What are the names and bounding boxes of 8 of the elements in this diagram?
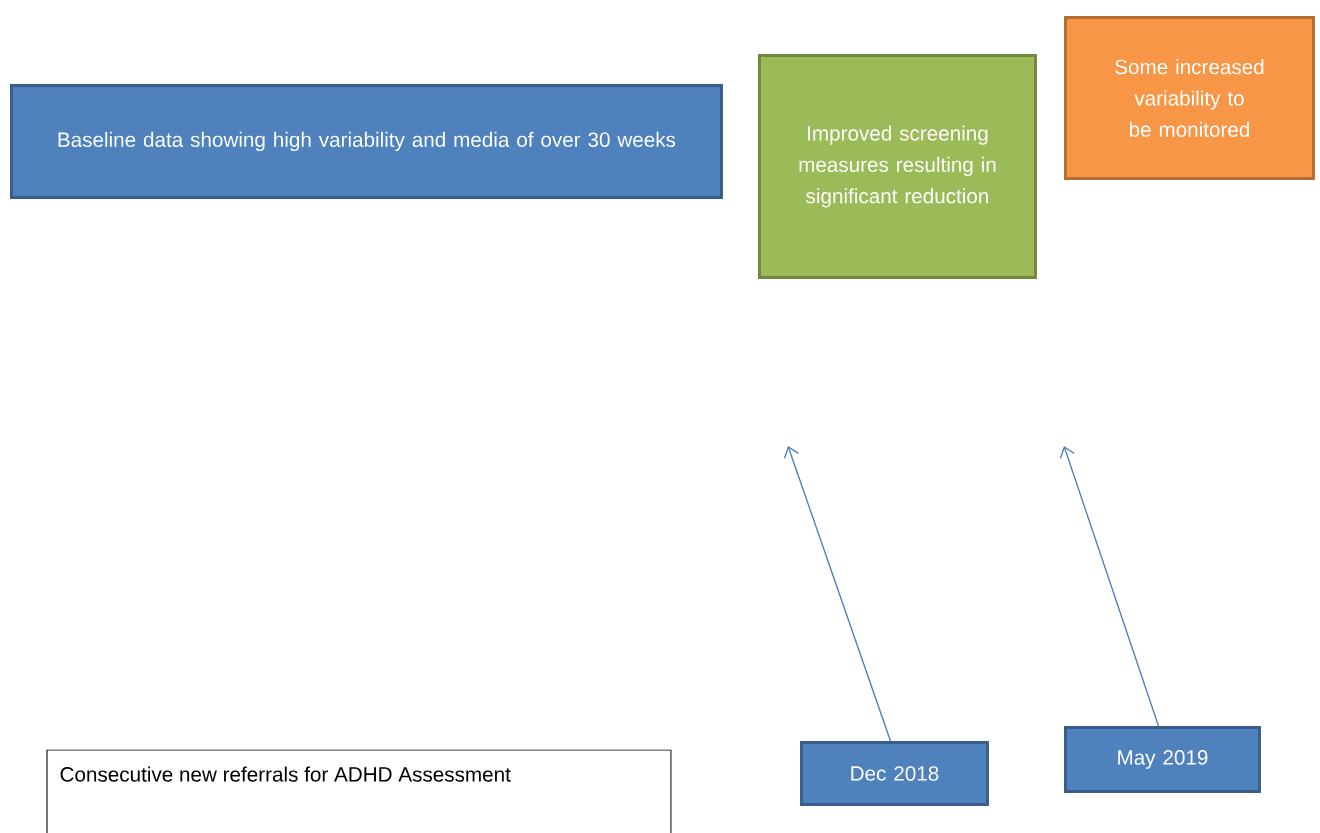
process-box: Baseline data showing high variability and media of over 30 weeks bbox=[10, 84, 723, 199]
date-box: Dec 2018 bbox=[800, 741, 989, 806]
process-box: Some increased variability to be monitored bbox=[1064, 16, 1315, 180]
process-box: Improved screening measures resulting in significant reduction bbox=[758, 54, 1037, 279]
arrow bbox=[783, 446, 892, 742]
arrow bbox=[1059, 446, 1160, 727]
title-box: Consecutive new referrals for ADHD Assessment bbox=[46, 749, 672, 833]
date-box: May 2019 bbox=[1064, 726, 1261, 793]
